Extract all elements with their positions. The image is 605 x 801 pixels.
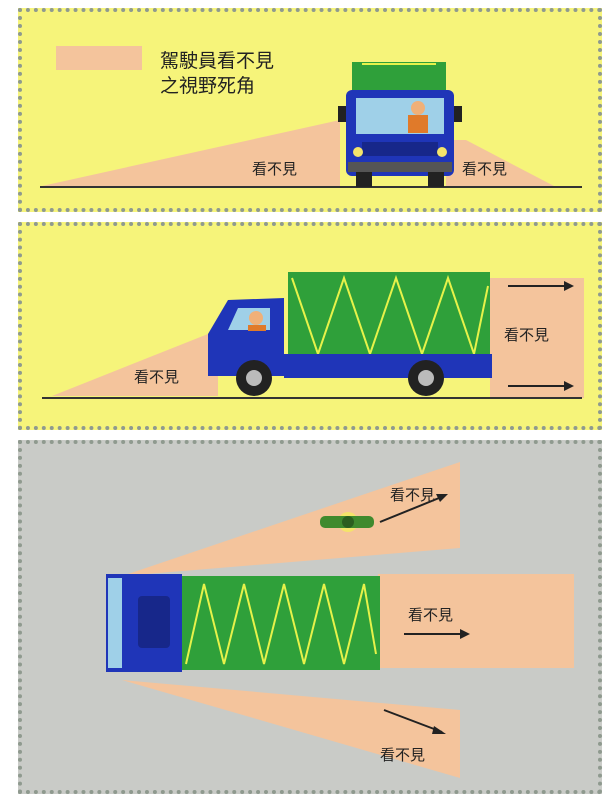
truck-grille [362, 142, 438, 156]
headlight-right [437, 147, 447, 157]
legend-swatch [56, 46, 142, 70]
blind-label-right: 看不見 [462, 160, 507, 178]
truck-top [106, 574, 380, 672]
truck-windshield [108, 578, 122, 668]
arrow-lower [508, 381, 574, 391]
blind-label-upper: 看不見 [390, 486, 435, 504]
driver-head [411, 101, 425, 115]
side-view-diagram: 看不見 看不見 [42, 272, 584, 399]
blind-zone-left [42, 120, 340, 186]
mirror-right [454, 106, 462, 122]
legend-line-1: 駕駛員看不見 [160, 50, 274, 72]
cargo-straps [291, 274, 489, 358]
wheel-right [428, 172, 444, 187]
cab-roof [138, 596, 170, 648]
blind-zone-right [446, 140, 554, 186]
front-view-diagram: 駕駛員看不見 之視野死角 看不見 看不見 [40, 46, 582, 188]
blind-label-rear: 看不見 [504, 326, 549, 344]
driver-head [249, 311, 263, 325]
truck-front [338, 62, 462, 187]
arrow-lower [383, 709, 446, 734]
blind-zone-upper [122, 462, 460, 576]
truck-cargo [182, 576, 380, 670]
arrow-upper [379, 494, 448, 523]
top-view-panel: 看不見 看不見 看不見 [18, 440, 602, 794]
driver-body [248, 325, 266, 331]
truck-cargo-top [352, 62, 446, 92]
truck-windshield [356, 98, 444, 134]
blind-zone-front [52, 330, 218, 396]
mirror-left [338, 106, 346, 122]
top-view-diagram: 看不見 看不見 看不見 [106, 462, 574, 778]
side-view-panel: 看不見 看不見 [18, 222, 602, 430]
front-view-panel: 駕駛員看不見 之視野死角 看不見 看不見 [18, 8, 602, 212]
blind-label-left: 看不見 [252, 160, 297, 178]
scooter-rider [320, 512, 374, 532]
truck-bumper [348, 162, 452, 172]
blind-label-rear: 看不見 [408, 606, 453, 624]
blind-zone-rear [490, 278, 584, 398]
blind-label-lower: 看不見 [380, 746, 425, 764]
driver-body [408, 115, 428, 133]
truck-bed [284, 354, 492, 378]
wheel-left [356, 172, 372, 187]
blind-zone-rear [378, 574, 574, 668]
blind-zone-lower [122, 680, 460, 778]
blind-label-front: 看不見 [134, 368, 179, 386]
truck-side [208, 272, 492, 396]
legend-line-2: 之視野死角 [160, 75, 255, 97]
arrow-upper [508, 281, 574, 291]
headlight-left [353, 147, 363, 157]
cargo-straps [185, 583, 377, 665]
rider-helmet [342, 516, 354, 528]
arrow-rear [404, 629, 470, 639]
